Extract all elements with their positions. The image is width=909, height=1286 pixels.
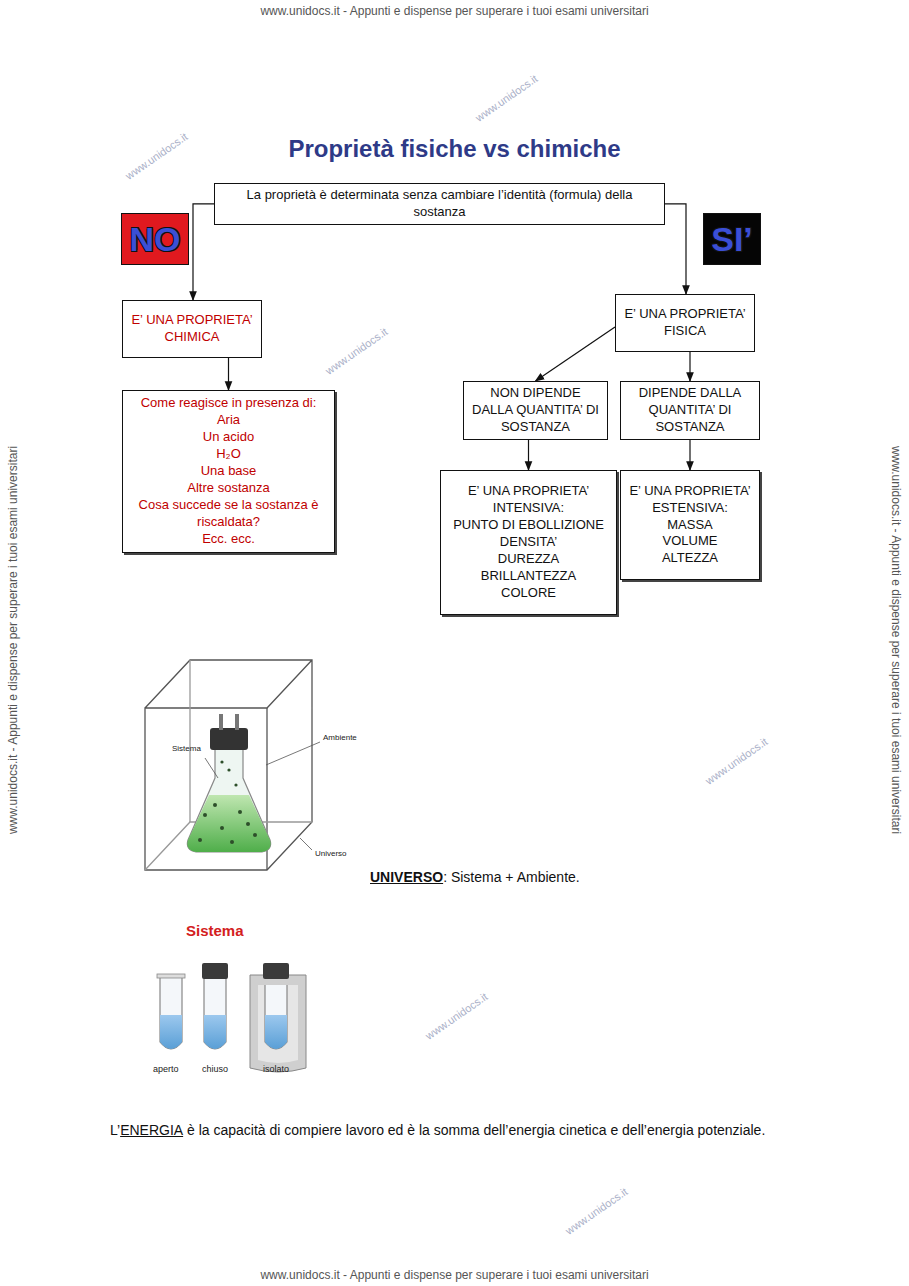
leader-line [266,742,320,765]
text: L’ [110,1122,120,1138]
insulating-jacket [250,975,306,1072]
tube-glass [204,977,226,1049]
process-box: NON DIPENDE DALLA QUANTITA’ DI SOSTANZA [463,381,608,440]
leader-line [205,758,218,778]
tube-liquid [265,1015,287,1049]
leader-line [300,838,312,850]
flask-tube [235,714,239,730]
tube-liquid [204,1015,226,1049]
connector-arrow [689,440,690,470]
flask-tube [219,714,223,730]
node-text: BRILLANTEZZA [481,568,576,585]
node-text: VOLUME [663,533,718,550]
watermark: www.unidocs.it [563,1185,629,1237]
cube-edge [145,660,312,870]
node-text: ALTEZZA [662,550,718,567]
watermark: www.unidocs.it - Appunti e dispense per … [889,446,903,834]
watermark: www.unidocs.it [703,735,769,787]
part-label: Sistema [172,744,201,753]
node-text: E’ UNA PROPRIETA’ FISICA [622,306,748,340]
node-text: E’ UNA PROPRIETA’ INTENSIVA: [447,483,610,517]
tube-closed [202,963,228,1049]
node-text: Una base [201,463,257,480]
text-paragraph: L’ENERGIAè la capacità di compiere lavor… [110,1120,790,1141]
watermark: www.unidocs.it [473,72,539,124]
node-text: Come reagisce in presenza di: [141,395,317,412]
node-text: Cosa succede se la sostanza è riscaldata… [129,497,328,531]
condition-box: La proprietà è determinata senza cambiar… [214,183,665,225]
jacket-inner [258,985,298,1063]
universe-cube [145,660,312,870]
part-label: Universo [315,849,347,858]
node-text: PUNTO DI EBOLLIZIONE [453,517,604,534]
node-text: Aria [217,412,240,429]
connector-arrow [528,440,529,470]
tube-glass [265,985,287,1049]
tube-cap [202,963,228,979]
flask [187,714,270,852]
node-text: Altre sostanza [187,480,269,497]
watermark: www.unidocs.it [123,130,189,182]
process-box: DIPENDE DALLA QUANTITA’ DI SOSTANZA [620,381,760,440]
tube-rim [157,974,185,978]
section-heading: Sistema [186,922,244,939]
flask-stopper [210,728,248,750]
process-box: E’ UNA PROPRIETA’ CHIMICA [122,300,262,358]
node-text: E’ UNA PROPRIETA’ ESTENSIVA: [627,483,753,517]
tube-isolated [250,963,306,1072]
connector-arrow [665,204,686,294]
list-box: Come reagisce in presenza di:AriaUn acid… [122,390,335,553]
part-label: aperto [153,1064,179,1074]
connector-arrow [228,358,229,390]
connector-arrow [193,204,214,300]
node-text: La proprietà è determinata senza cambiar… [221,187,658,221]
list-box: E’ UNA PROPRIETA’ ESTENSIVA:MASSAVOLUMEA… [620,470,760,580]
tube-open [157,974,185,1049]
node-text: MASSA [667,517,713,534]
node-text: NON DIPENDE DALLA QUANTITA’ DI SOSTANZA [470,385,601,436]
connector-arrow [536,327,616,381]
node-text: DENSITA’ [500,534,557,551]
title: Proprietà fisiche vs chimiche [0,135,909,163]
answer-box: NO [121,213,189,265]
watermark: www.unidocs.it - Appunti e dispense per … [0,1268,909,1282]
node-text: E’ UNA PROPRIETA’ CHIMICA [129,312,255,346]
flask-glass [187,748,270,852]
leader-lines [205,742,320,850]
part-label: chiuso [202,1064,228,1074]
node-text: DIPENDE DALLA QUANTITA’ DI SOSTANZA [627,385,753,436]
tube-cap [263,963,289,979]
process-box: E’ UNA PROPRIETA’ FISICA [615,294,755,352]
term: ENERGIA [120,1122,183,1138]
node-text: SI’ [711,222,753,256]
definition: : Sistema + Ambiente. [443,869,580,885]
node-text: Un acido [203,429,254,446]
watermark: www.unidocs.it - Appunti e dispense per … [6,446,20,834]
part-label: Ambiente [323,733,357,742]
node-text: COLORE [501,585,556,602]
node-text: Ecc. ecc. [202,531,255,548]
flask-liquid [187,795,270,852]
particles [198,760,257,844]
caption-line: UNIVERSO: Sistema + Ambiente. [370,869,580,885]
connector-arrow [689,352,690,381]
tube-liquid [160,1015,182,1049]
watermark: www.unidocs.it [323,325,389,377]
cube-edge [189,660,190,822]
part-label: isolato [263,1064,289,1074]
text: è la capacità di compiere lavoro ed è la… [187,1122,765,1138]
answer-box: SI’ [703,213,761,265]
tube-glass [160,977,182,1049]
node-text: NO [130,222,181,256]
node-text: DUREZZA [498,551,559,568]
watermark: www.unidocs.it [423,990,489,1042]
watermark: www.unidocs.it - Appunti e dispense per … [0,4,909,18]
term: UNIVERSO [370,869,443,885]
list-box: E’ UNA PROPRIETA’ INTENSIVA:PUNTO DI EBO… [440,470,617,615]
node-text: H₂O [216,446,241,463]
